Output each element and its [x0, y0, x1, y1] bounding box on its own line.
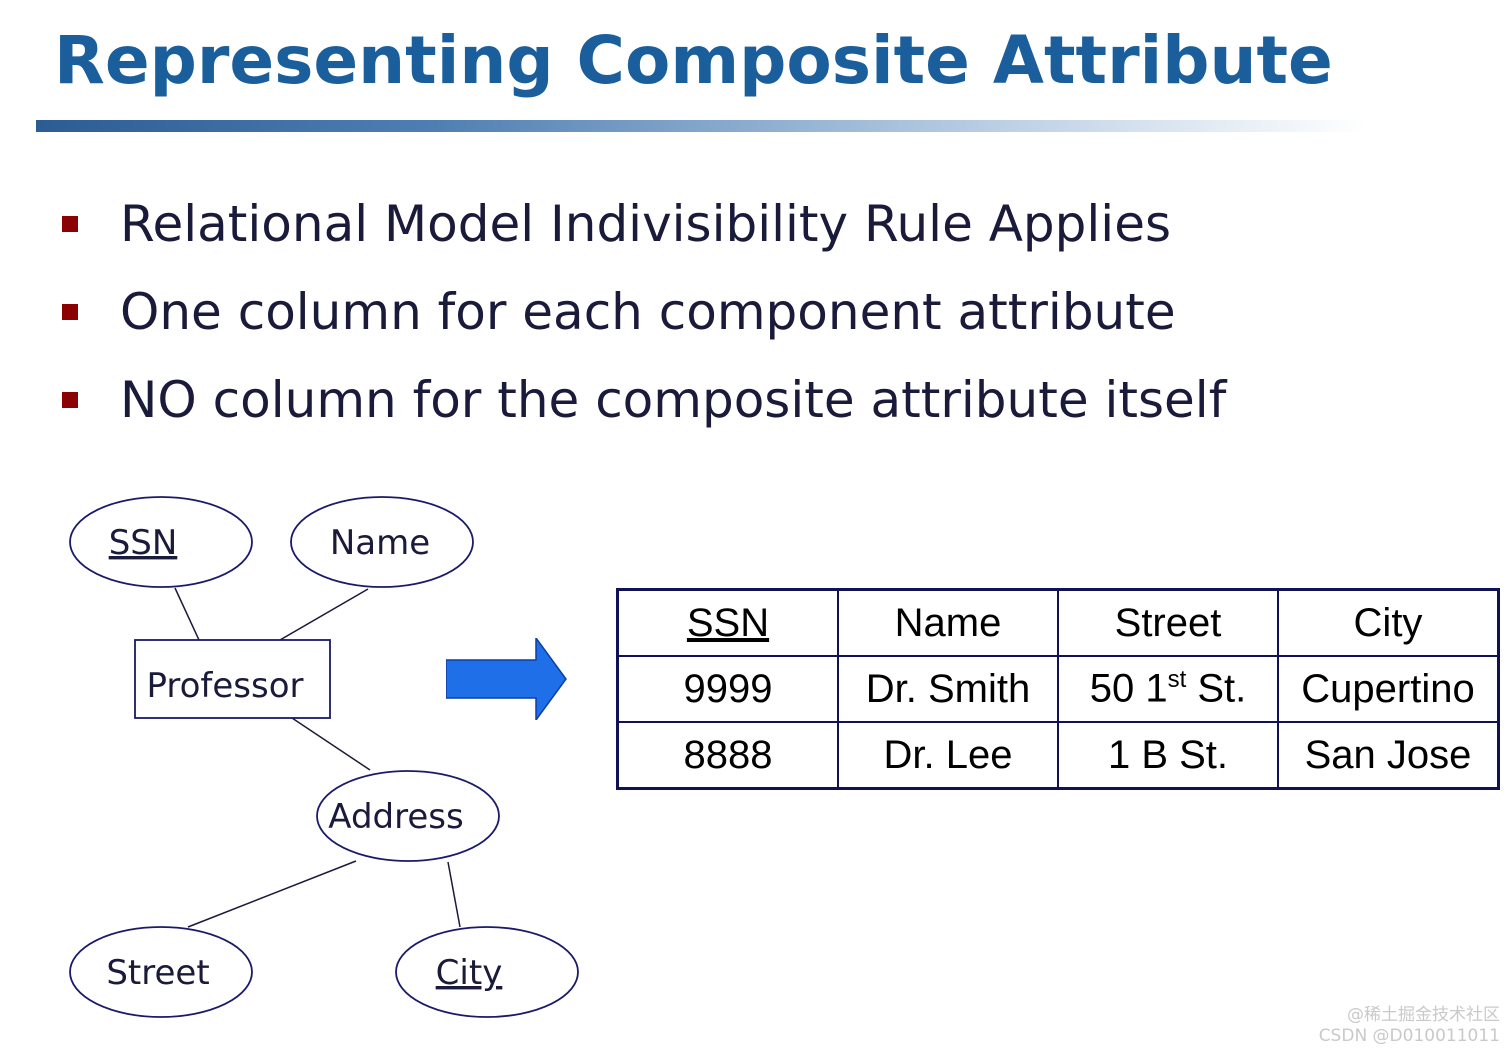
- right-arrow-icon: [446, 638, 567, 720]
- watermark: @稀土掘金技术社区 CSDN @D010011011: [1319, 1005, 1500, 1047]
- er-attr-ssn-ellipse: [69, 496, 253, 588]
- er-diagram: SSN Name Professor Address Street City: [69, 496, 579, 1018]
- er-edge-city: [447, 861, 461, 928]
- slide-title: Representing Composite Attribute: [54, 22, 1333, 99]
- bullet-list: Relational Model Indivisibility Rule App…: [62, 180, 1226, 444]
- er-edge-ssn: [174, 587, 200, 641]
- watermark-line1: @稀土掘金技术社区: [1347, 1005, 1500, 1025]
- relational-table: SSN Name Street City 9999 Dr. Smith 50 1…: [616, 588, 1500, 790]
- er-attr-name-ellipse: [290, 496, 474, 588]
- table-header-cell: SSN: [616, 588, 839, 657]
- table-header-cell: Street: [1057, 588, 1279, 657]
- street-number: 50 1: [1089, 666, 1168, 711]
- watermark-line2: CSDN @D010011011: [1318, 1026, 1500, 1046]
- bullet-item: NO column for the composite attribute it…: [62, 356, 1226, 444]
- table-cell-city: San Jose: [1277, 721, 1500, 790]
- table-cell-name: Dr. Lee: [837, 721, 1059, 790]
- er-attr-address-ellipse: [316, 770, 500, 862]
- er-attr-city-label: City: [436, 953, 503, 993]
- table-header-cell: Name: [837, 588, 1059, 657]
- er-edge-street: [187, 860, 357, 928]
- table-cell-ssn: 9999: [616, 655, 839, 723]
- bullet-square-icon: [62, 216, 78, 232]
- er-entity-professor-box: [134, 639, 331, 719]
- table-row: 8888 Dr. Lee 1 B St. San Jose: [616, 721, 1500, 790]
- table-header-ssn: SSN: [686, 600, 770, 645]
- street-ordinal-suffix: st: [1167, 666, 1187, 694]
- bullet-square-icon: [62, 304, 78, 320]
- bullet-text: NO column for the composite attribute it…: [120, 371, 1227, 429]
- bullet-square-icon: [62, 392, 78, 408]
- er-edge-name: [279, 588, 369, 641]
- bullet-item: Relational Model Indivisibility Rule App…: [62, 180, 1226, 268]
- table-cell-name: Dr. Smith: [837, 655, 1059, 723]
- er-attr-city-ellipse: [395, 926, 579, 1018]
- table-cell-street: 50 1st St.: [1057, 655, 1279, 723]
- table-cell-ssn: 8888: [616, 721, 839, 790]
- title-underline-rule: [36, 120, 1366, 132]
- er-edge-address: [291, 717, 371, 771]
- bullet-text: Relational Model Indivisibility Rule App…: [120, 195, 1172, 253]
- table-header-cell: City: [1277, 588, 1500, 657]
- er-attr-name-label: Name: [330, 523, 430, 563]
- table-header-row: SSN Name Street City: [616, 588, 1500, 657]
- er-attr-address-label: Address: [328, 797, 463, 837]
- table-cell-city: Cupertino: [1277, 655, 1500, 723]
- er-attr-street-ellipse: [69, 926, 253, 1018]
- bullet-item: One column for each component attribute: [62, 268, 1226, 356]
- table-row: 9999 Dr. Smith 50 1st St. Cupertino: [616, 655, 1500, 723]
- er-attr-ssn-label: SSN: [109, 523, 178, 563]
- table-cell-street: 1 B St.: [1057, 721, 1279, 790]
- street-rest: St.: [1186, 666, 1247, 711]
- er-attr-street-label: Street: [106, 953, 209, 993]
- er-entity-professor-label: Professor: [146, 666, 303, 706]
- bullet-text: One column for each component attribute: [120, 283, 1176, 341]
